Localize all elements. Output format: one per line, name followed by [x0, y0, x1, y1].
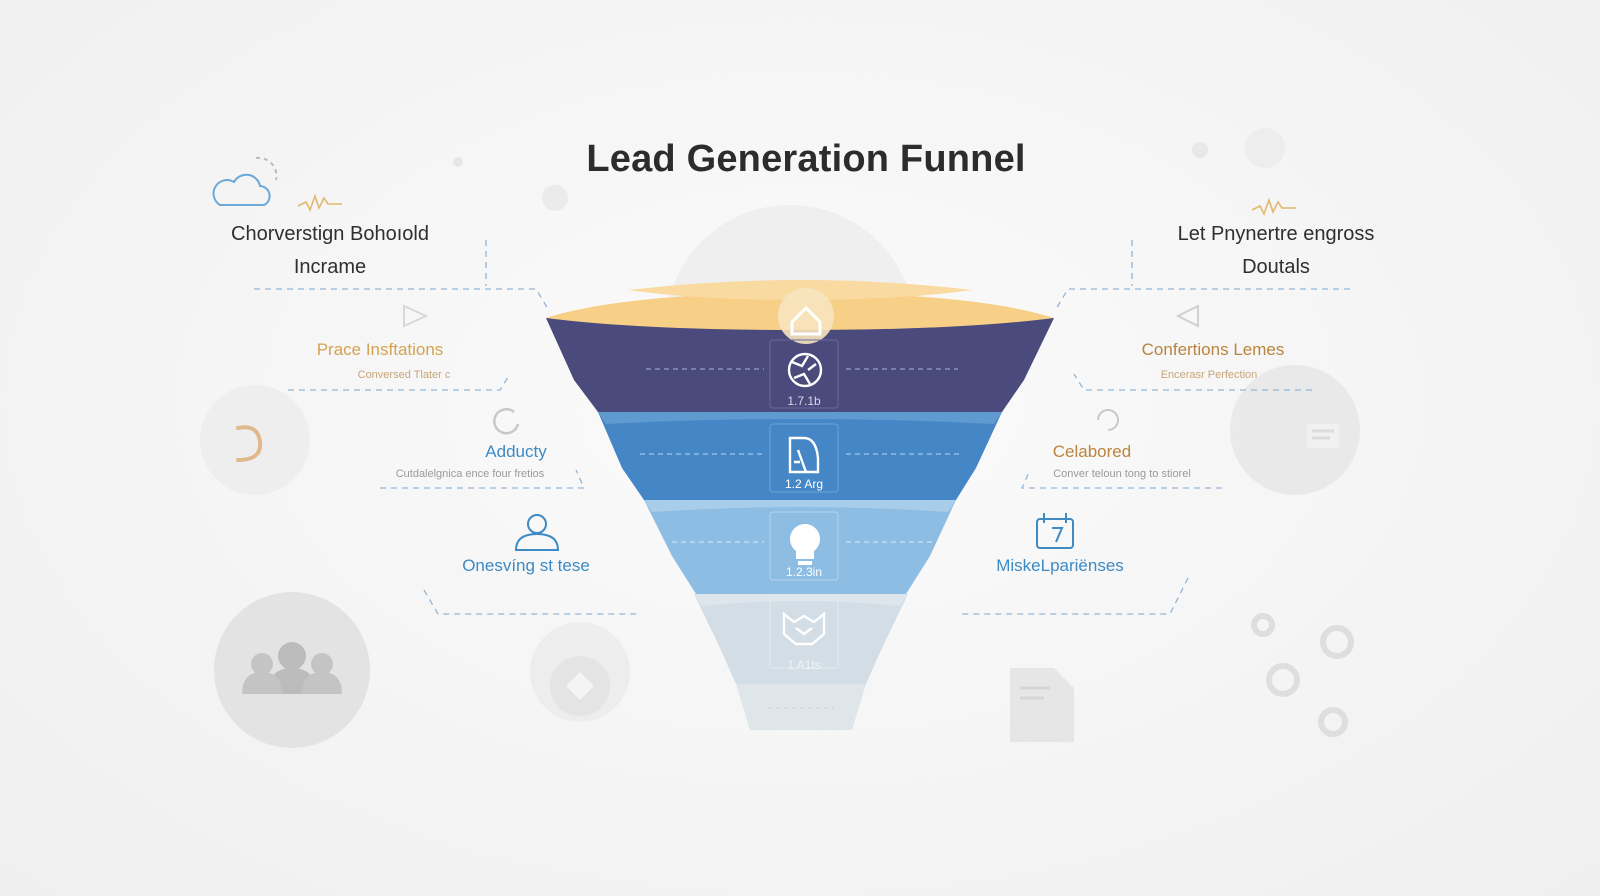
lightbulb-icon — [790, 524, 820, 565]
document-chart-icon — [788, 436, 820, 474]
speaker-icon — [1175, 304, 1199, 328]
funnel-stage-4 — [694, 594, 908, 684]
left-item-1-label: Prace Insftations — [316, 340, 444, 359]
file-stack-icon — [1010, 668, 1074, 742]
right-item-2-label: Celabored — [1052, 442, 1132, 461]
page-title: Lead Generation Funnel — [586, 138, 1026, 180]
right-top-line2: Doutals — [1242, 256, 1310, 278]
squiggle-left-icon — [297, 193, 342, 213]
left-item-3-label: Onesvíng st tese — [462, 556, 590, 575]
calendar-icon — [1036, 513, 1074, 549]
refresh-right-icon — [1097, 409, 1119, 431]
right-top-label: Let Pnynertre engross Doutals — [1151, 218, 1401, 284]
d-letter-icon — [236, 425, 263, 462]
stage-4-value: 1 A1ts — [787, 658, 821, 672]
globe-icon — [787, 352, 823, 388]
left-item-2-label: Adducty — [485, 442, 547, 461]
left-top-label: Chorverstign Bohoıold Incrame — [205, 218, 455, 284]
left-item-1-sublabel: Conversed Tlater c — [357, 369, 451, 381]
user-icon — [514, 514, 560, 551]
tag-icon — [550, 656, 610, 716]
cloud-icon — [212, 156, 278, 206]
right-item-3-label: MiskeLpariënses — [996, 556, 1124, 575]
right-item-1-label: Confertions Lemes — [1141, 340, 1285, 359]
stage-1-value: 1.7.1b — [787, 394, 821, 408]
stage-2-value: 1.2 Arg — [784, 477, 824, 491]
funnel-stage-5 — [736, 684, 866, 730]
left-top-line2: Incrame — [293, 256, 367, 278]
squiggle-right-icon — [1251, 197, 1296, 217]
people-group-icon — [214, 592, 370, 748]
right-item-1-sublabel: Encerasr Perfection — [1160, 369, 1258, 381]
left-item-2-sublabel: Cutdalelgnica ence four fretios — [395, 468, 545, 480]
document-icon — [1307, 424, 1339, 448]
home-icon — [778, 288, 834, 344]
stage-3-value: 1.2.3in — [785, 565, 823, 579]
left-top-line1: Chorverstign Bohoıold — [231, 223, 429, 245]
right-item-2-sublabel: Conver teloun tong to stiorel — [1053, 468, 1191, 480]
gears-icon — [1251, 613, 1354, 737]
refresh-left-icon — [493, 407, 520, 435]
handshake-icon — [782, 611, 826, 646]
right-top-line1: Let Pnynertre engross — [1177, 223, 1375, 245]
play-icon — [403, 304, 429, 328]
